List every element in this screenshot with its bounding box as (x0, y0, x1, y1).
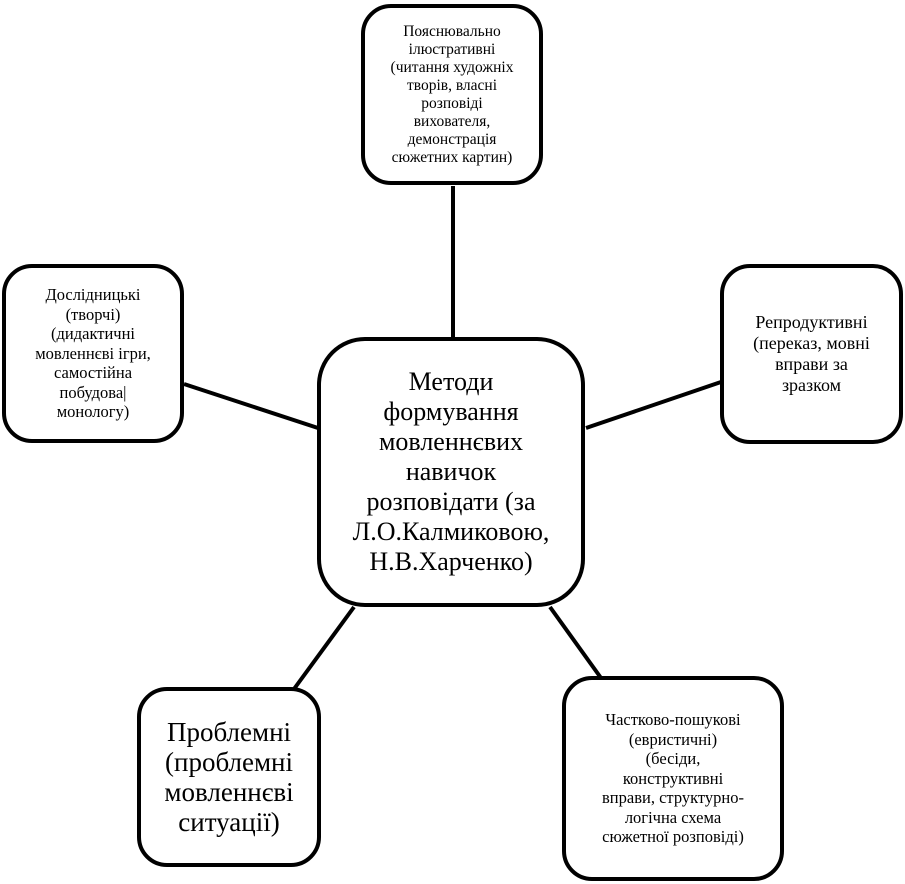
node-explanatory-illustrative-label: Пояснювально ілюстративні (читання худож… (390, 22, 514, 166)
node-problem: Проблемні (проблемні мовленнєві ситуації… (137, 687, 321, 867)
node-reproductive-label: Репродуктивні (переказ, мовні вправи за … (753, 312, 870, 395)
node-partial-search: Частково-пошукові (евристичні) (бесіди, … (562, 676, 784, 881)
center-node: Методи формування мовленнєвих навичок ро… (317, 337, 585, 607)
connector-bottom-right (548, 605, 603, 680)
connector-left (183, 382, 319, 430)
node-research-creative: Дослідницькі (творчі) (дидактичні мовлен… (2, 264, 184, 443)
connector-bottom-left (292, 605, 356, 691)
node-partial-search-label: Частково-пошукові (евристичні) (бесіди, … (602, 710, 744, 847)
center-node-label: Методи формування мовленнєвих навичок ро… (352, 367, 550, 576)
node-research-creative-label: Дослідницькі (творчі) (дидактичні мовлен… (35, 285, 151, 422)
node-problem-label: Проблемні (проблемні мовленнєві ситуації… (164, 717, 294, 837)
connector-right (585, 380, 722, 430)
node-explanatory-illustrative: Пояснювально ілюстративні (читання худож… (361, 4, 543, 185)
node-reproductive: Репродуктивні (переказ, мовні вправи за … (720, 264, 903, 444)
